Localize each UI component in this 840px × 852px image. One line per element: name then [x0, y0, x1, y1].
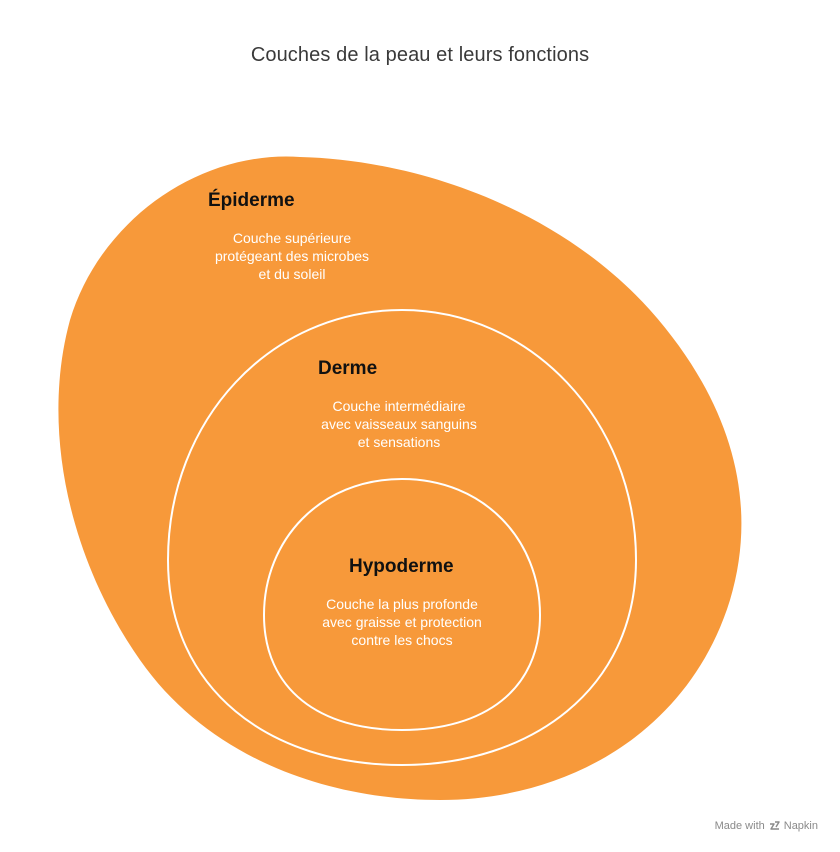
hypoderme-shape	[262, 477, 542, 732]
derme-description: Couche intermédiaire avec vaisseaux sang…	[321, 398, 477, 450]
derme-label: Derme	[318, 358, 378, 379]
epiderme-description: Couche supérieure protégeant des microbe…	[214, 230, 370, 282]
epiderme-label: Épiderme	[208, 190, 295, 211]
napkin-logo-icon	[769, 820, 780, 830]
credit-prefix: Made with	[714, 820, 765, 832]
diagram-title: Couches de la peau et leurs fonctions	[250, 44, 590, 66]
credit-brand: Napkin	[783, 820, 818, 832]
hypoderme-description: Couche la plus profonde avec graisse et …	[322, 596, 482, 648]
hypoderme-label: Hypoderme	[349, 556, 454, 577]
made-with-credit[interactable]: Made with Napkin	[715, 820, 818, 832]
